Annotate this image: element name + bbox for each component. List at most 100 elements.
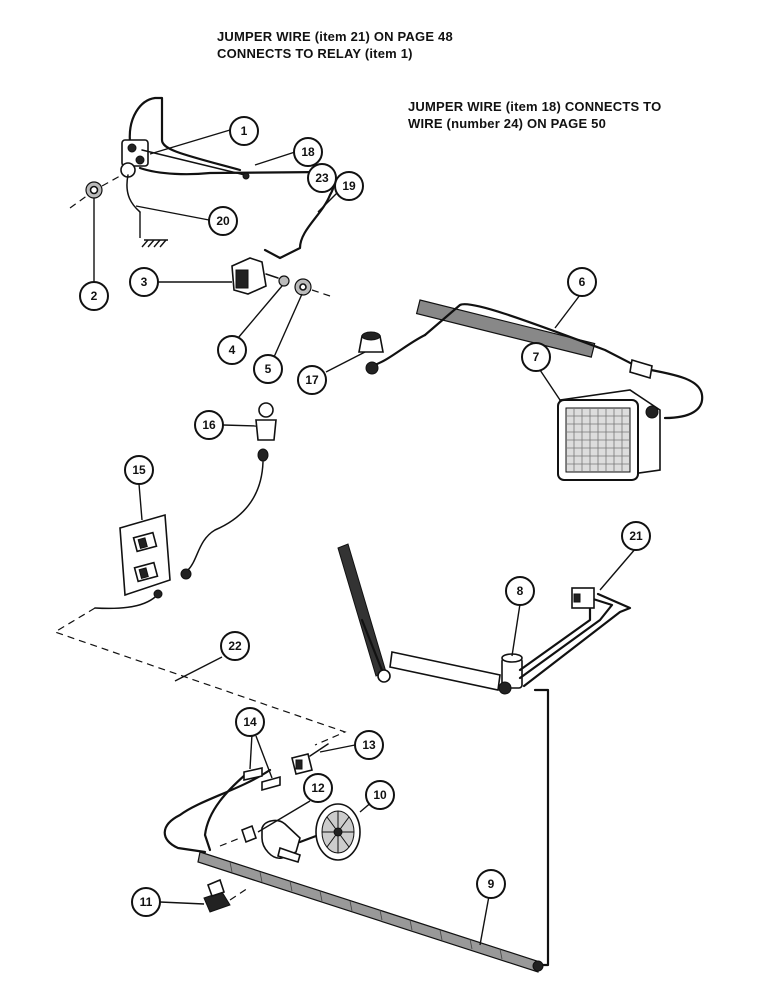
relay-note: JUMPER WIRE (item 21) ON PAGE 48 CONNECT… <box>217 28 453 62</box>
wiper-assembly <box>337 543 632 695</box>
svg-text:4: 4 <box>229 343 236 357</box>
callout-7: 7 <box>521 342 551 372</box>
callout-22: 22 <box>220 631 250 661</box>
wiper-jumper-21-c <box>522 592 632 688</box>
svg-text:20: 20 <box>216 214 230 228</box>
jumper-wire-18 <box>141 149 246 176</box>
svg-text:10: 10 <box>373 788 387 802</box>
svg-text:23: 23 <box>315 171 329 185</box>
wire-note-line1: JUMPER WIRE (item 18) CONNECTS TO <box>408 99 662 114</box>
callout-3: 3 <box>129 267 159 297</box>
plug-13-pin <box>295 759 303 770</box>
harness-9-riser <box>533 688 550 967</box>
work-light-harness <box>358 299 704 481</box>
light-mount-bolt <box>645 405 659 419</box>
harness-9-branch-a <box>163 768 272 854</box>
svg-text:13: 13 <box>362 738 376 752</box>
wire-note-line2: WIRE (number 24) ON PAGE 50 <box>408 116 607 131</box>
horn-face <box>235 269 249 289</box>
ring-terminal <box>180 568 192 580</box>
svg-text:14: 14 <box>243 715 257 729</box>
lock-washer <box>278 275 290 287</box>
callout-23: 23 <box>307 163 337 193</box>
callout-11: 11 <box>131 887 161 917</box>
horn-assembly <box>231 257 331 297</box>
panel-switch-upper-rocker <box>137 537 148 549</box>
svg-text:12: 12 <box>311 781 325 795</box>
callout-18: 18 <box>293 137 323 167</box>
assembly-line <box>219 837 241 847</box>
leader-lines <box>93 129 637 946</box>
relay-body <box>121 139 149 167</box>
wire-harness-6 <box>423 303 704 420</box>
svg-text:8: 8 <box>517 584 524 598</box>
wiper-motor-shaft <box>498 681 512 695</box>
svg-text:2: 2 <box>91 289 98 303</box>
assembly-line <box>69 194 89 209</box>
callout-10: 10 <box>365 780 395 810</box>
switch-16 <box>255 419 277 441</box>
clip-11-top <box>206 878 226 898</box>
conduit-sleeve-9 <box>197 851 541 973</box>
callout-15: 15 <box>124 455 154 485</box>
svg-text:9: 9 <box>488 877 495 891</box>
assembly-line <box>311 289 331 297</box>
svg-text:11: 11 <box>140 895 153 909</box>
fan-shaft <box>298 834 318 844</box>
callouts: 1 2 3 4 5 6 7 8 9 10 11 12 13 14 15 16 1… <box>79 116 651 917</box>
switch-panel-15 <box>119 513 171 597</box>
callout-9: 9 <box>476 869 506 899</box>
callout-19: 19 <box>334 171 364 201</box>
bolt-12 <box>241 824 257 844</box>
horn-stud <box>265 273 279 279</box>
lamp-socket-top <box>361 331 381 341</box>
svg-text:6: 6 <box>579 275 586 289</box>
panel-terminal <box>153 589 163 599</box>
jumper-wire-21 <box>128 96 242 172</box>
callout-4: 4 <box>217 335 247 365</box>
switch-knob <box>258 402 274 418</box>
svg-text:3: 3 <box>141 275 148 289</box>
hex-nut-hole <box>299 283 307 291</box>
connector-14a <box>243 767 263 781</box>
wire-connector <box>629 358 653 380</box>
callout-14: 14 <box>235 707 265 737</box>
wiper-connector-pin <box>573 593 581 603</box>
svg-text:19: 19 <box>342 179 356 193</box>
fan-bracket <box>277 846 301 863</box>
svg-text:7: 7 <box>533 350 540 364</box>
callout-8: 8 <box>505 576 535 606</box>
switch-terminal <box>257 448 269 462</box>
svg-text:16: 16 <box>202 418 216 432</box>
svg-text:18: 18 <box>301 145 315 159</box>
fan-assembly <box>219 803 361 863</box>
lens-grid <box>566 408 630 472</box>
nut-hole <box>89 185 99 195</box>
relay-assembly <box>69 96 336 260</box>
relay-note-line1: JUMPER WIRE (item 21) ON PAGE 48 <box>217 29 453 44</box>
ring-terminal <box>365 361 379 375</box>
svg-text:1: 1 <box>241 124 248 138</box>
jumper-wire-end <box>242 172 250 180</box>
callout-16: 16 <box>194 410 224 440</box>
callout-6: 6 <box>567 267 597 297</box>
callout-2: 2 <box>79 281 109 311</box>
switch-wire <box>187 461 264 571</box>
callout-20: 20 <box>208 206 238 236</box>
svg-text:21: 21 <box>629 529 643 543</box>
assembly-line <box>229 887 249 901</box>
callout-12: 12 <box>303 773 333 803</box>
ground-symbol <box>139 212 168 248</box>
callout-5: 5 <box>253 354 283 384</box>
callout-17: 17 <box>297 365 327 395</box>
ground-wire-20 <box>126 174 141 213</box>
main-harness <box>163 688 550 973</box>
relay-terminal <box>127 143 137 153</box>
svg-text:5: 5 <box>265 362 272 376</box>
wiper-arm <box>360 618 387 680</box>
wiper-link <box>389 651 501 691</box>
panel-switch-lower-rocker <box>138 567 149 579</box>
plug-13-lead <box>309 743 329 757</box>
wiper-jumper-21-b <box>518 596 614 680</box>
